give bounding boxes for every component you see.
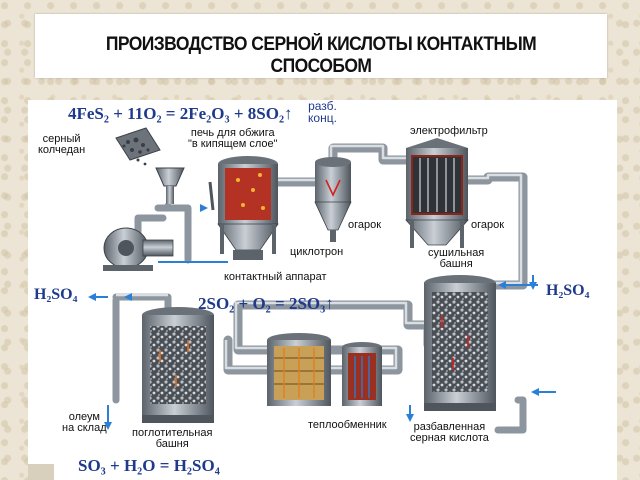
diagram-panel: 4FeS₂ + 11O₂ = 2Fe₂O₃ + 8SO₂↑ 2SO₂ + O₂ … [28, 100, 617, 480]
pipe-highlights [116, 144, 523, 370]
label-acid-conc: H₂SO₄ [546, 282, 590, 299]
page-title: ПРОИЗВОДСТВО СЕРНОЙ КИСЛОТЫ КОНТАКТНЫМ С… [105, 34, 537, 77]
label-diluted-acid-out: разбавленная серная кислота [410, 421, 489, 444]
label-drying-tower: сушильная башня [428, 247, 485, 270]
label-acid-conc-note: конц. [308, 111, 337, 125]
blower [103, 227, 228, 271]
label-cinder-left: огарок [348, 219, 382, 231]
heat-exchanger [342, 342, 382, 406]
absorption-tower [142, 307, 214, 423]
equation-absorption: SO₃ + H₂O = H₂SO₄ [78, 456, 220, 475]
label-furnace: печь для обжига "в кипящем слое" [188, 127, 278, 150]
label-oleum: олеум на склад [62, 411, 107, 434]
flow-lines [96, 275, 556, 422]
label-contact-apparatus: контактный аппарат [224, 271, 327, 283]
label-electrofilter: электрофильтр [410, 125, 488, 137]
drying-tower [424, 275, 496, 411]
label-heat-exchanger: теплообменник [308, 419, 387, 431]
contact-apparatus [267, 333, 331, 406]
process-diagram [88, 127, 556, 434]
cyclone [314, 157, 352, 242]
label-acid-diluted: H₂SO₄ [34, 286, 78, 303]
label-absorption-tower: поглотительная башня [132, 427, 213, 450]
pyrite-feeder [115, 127, 185, 204]
label-cyclone: циклотрон [290, 246, 344, 258]
title-banner: ПРОИЗВОДСТВО СЕРНОЙ КИСЛОТЫ КОНТАКТНЫМ С… [35, 14, 607, 78]
label-pyrite: серный колчедан [38, 133, 86, 156]
roasting-furnace [208, 156, 279, 260]
equation-roasting: 4FeS₂ + 11O₂ = 2Fe₂O₃ + 8SO₂↑ [68, 104, 293, 123]
label-acid-diluted-note: разб. [308, 100, 337, 113]
equation-oxidation: 2SO₂ + O₂ = 2SO₃↑ [198, 294, 334, 313]
label-cinder-right: огарок [471, 219, 505, 231]
electrofilter [405, 138, 469, 248]
corner-strip [28, 464, 54, 480]
